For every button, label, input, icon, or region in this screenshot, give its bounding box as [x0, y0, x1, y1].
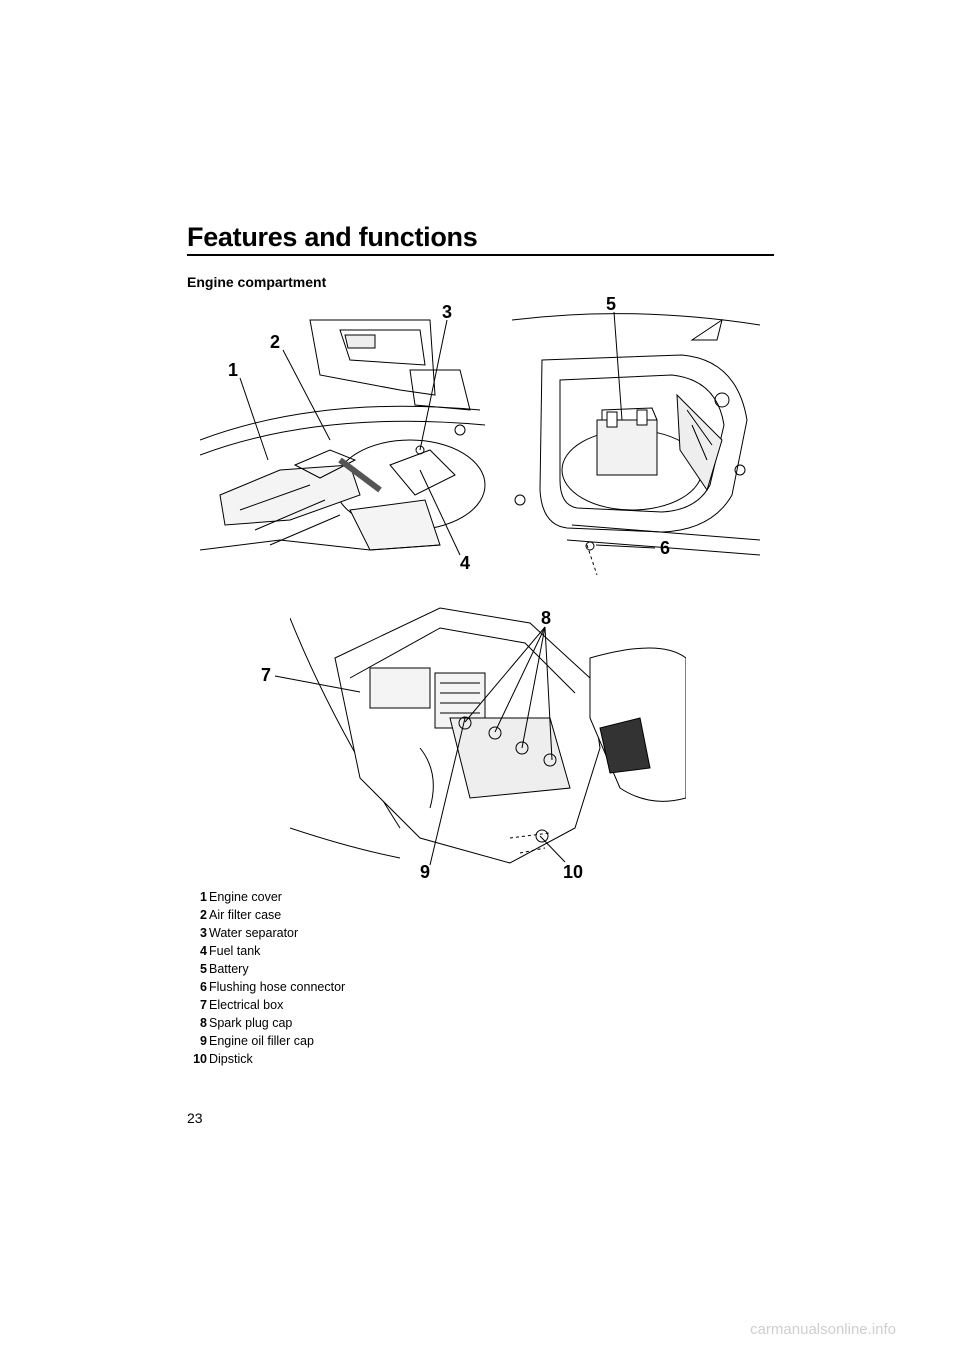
callout-2: 2 — [270, 332, 281, 352]
legend-label: Dipstick — [209, 1052, 253, 1066]
page-number: 23 — [187, 1110, 203, 1126]
callout-3: 3 — [442, 302, 453, 322]
legend-number: 7 — [200, 998, 207, 1012]
legend-number: 2 — [200, 908, 207, 922]
legend-number: 5 — [200, 962, 207, 976]
legend-label: Electrical box — [209, 998, 284, 1012]
legend-number: 8 — [200, 1016, 207, 1030]
legend-label: Battery — [209, 962, 249, 976]
callout-10: 10 — [563, 862, 584, 882]
legend-number: 10 — [193, 1052, 207, 1066]
section-heading: Engine compartment — [187, 274, 327, 290]
callout-8: 8 — [541, 608, 552, 628]
callout-4: 4 — [460, 553, 471, 573]
figure-engine-illustration — [290, 598, 686, 870]
callout-6: 6 — [660, 538, 671, 558]
watermark: carmanualsonline.info — [750, 1321, 896, 1338]
legend-number: 6 — [200, 980, 207, 994]
figure-battery-illustration — [512, 300, 760, 575]
legend-label: Water separator — [209, 926, 299, 940]
callout-5: 5 — [606, 294, 617, 314]
callout-7: 7 — [261, 665, 272, 685]
legend-number: 1 — [200, 890, 207, 904]
callout-9: 9 — [420, 862, 431, 882]
legend-label: Spark plug cap — [209, 1016, 293, 1030]
page-title: Features and functions — [187, 222, 478, 252]
figure-engine-cover-illustration — [200, 300, 500, 575]
legend-label: Flushing hose connector — [209, 980, 346, 994]
legend-number: 4 — [200, 944, 207, 958]
legend-label: Engine cover — [209, 890, 282, 904]
legend-number: 3 — [200, 926, 207, 940]
legend-number: 9 — [200, 1034, 207, 1048]
callout-1: 1 — [228, 360, 239, 380]
legend-label: Air filter case — [209, 908, 282, 922]
legend-label: Engine oil filler cap — [209, 1034, 314, 1048]
legend-label: Fuel tank — [209, 944, 261, 958]
title-divider — [187, 254, 774, 256]
